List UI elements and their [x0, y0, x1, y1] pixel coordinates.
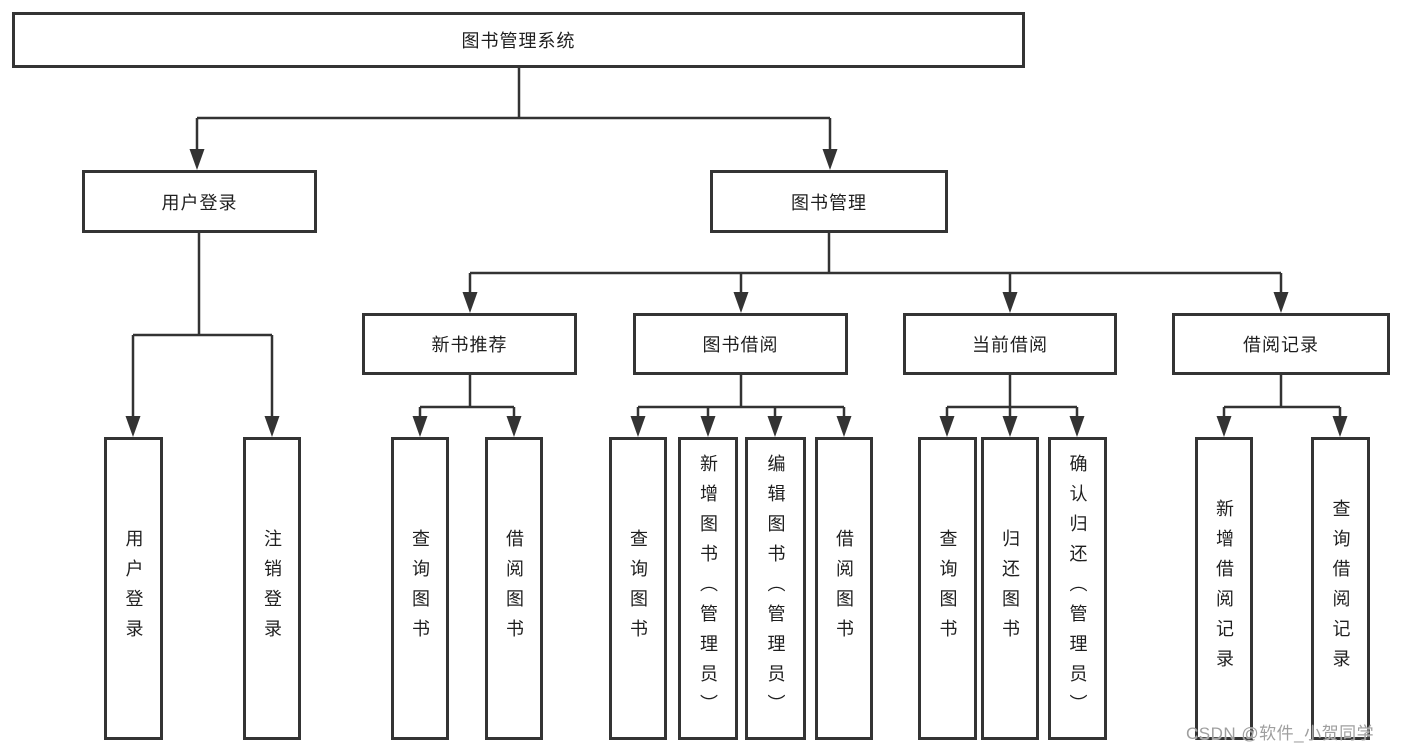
leaf-label: 查询图书: [937, 528, 958, 649]
leaf-label: 借阅图书: [504, 528, 524, 649]
leaf-label: 查询借阅记录: [1330, 498, 1351, 679]
leaf-query-books-recommend: 查询图书: [391, 437, 449, 740]
arrowhead-icons: [125, 149, 1348, 437]
leaf-user-login: 用户登录: [104, 437, 163, 740]
leaf-query-books-current: 查询图书: [918, 437, 977, 740]
node-label: 当前借阅: [972, 335, 1048, 355]
node-book-management: 图书管理: [710, 170, 948, 233]
node-new-book-recommend: 新书推荐: [362, 313, 577, 375]
leaf-confirm-return-admin: 确认归还（管理员）: [1048, 437, 1107, 740]
node-root-system: 图书管理系统: [12, 12, 1025, 68]
node-label: 新书推荐: [431, 335, 508, 355]
leaf-label: 借阅图书: [834, 528, 854, 649]
node-user-login: 用户登录: [82, 170, 317, 233]
node-label: 用户登录: [161, 192, 238, 213]
leaf-add-books-admin: 新增图书（管理员）: [678, 437, 738, 740]
node-label: 图书管理: [791, 192, 867, 213]
leaf-label: 查询图书: [628, 528, 648, 649]
csdn-watermark: CSDN @软件_小贺同学: [1186, 724, 1375, 743]
leaf-logout: 注销登录: [243, 437, 301, 740]
leaf-borrow-books-recommend: 借阅图书: [485, 437, 543, 740]
leaf-label: 确认归还（管理员）: [1067, 453, 1088, 724]
leaf-label: 用户登录: [123, 528, 144, 649]
leaf-query-books-borrow: 查询图书: [609, 437, 667, 740]
leaf-label: 新增借阅记录: [1214, 498, 1234, 679]
leaf-label: 新增图书（管理员）: [698, 453, 718, 724]
node-borrow-records: 借阅记录: [1172, 313, 1390, 375]
node-current-borrow: 当前借阅: [903, 313, 1117, 375]
node-label: 图书管理系统: [461, 31, 576, 51]
leaf-label: 注销登录: [262, 528, 282, 649]
leaf-label: 查询图书: [410, 528, 430, 649]
leaf-query-borrow-record: 查询借阅记录: [1311, 437, 1370, 740]
node-book-borrow: 图书借阅: [633, 313, 848, 375]
leaf-return-books: 归还图书: [981, 437, 1039, 740]
leaf-add-borrow-record: 新增借阅记录: [1195, 437, 1253, 740]
node-label: 图书借阅: [702, 335, 779, 355]
leaf-label: 归还图书: [1000, 528, 1020, 649]
leaf-label: 编辑图书（管理员）: [765, 453, 786, 724]
leaf-edit-books-admin: 编辑图书（管理员）: [745, 437, 806, 740]
node-label: 借阅记录: [1243, 335, 1319, 355]
leaf-borrow-books: 借阅图书: [815, 437, 873, 740]
